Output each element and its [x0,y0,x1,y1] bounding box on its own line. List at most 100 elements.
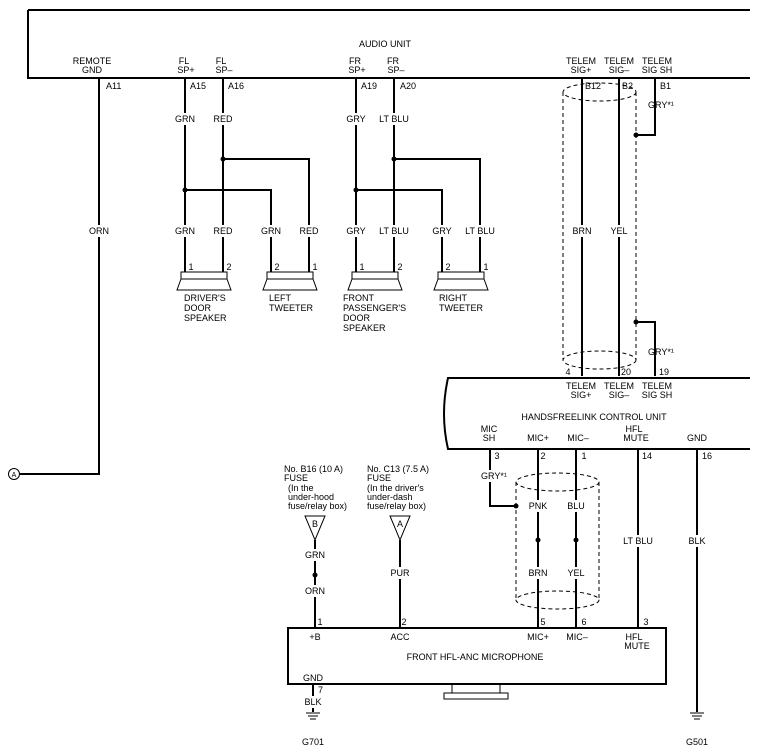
hfl-bot-l1-0: MIC [481,424,498,434]
spk4-line1: RIGHT [439,293,468,303]
speaker-right-tweeter: 2 1 RIGHT TWEETER [433,262,489,313]
hfl-pin-16: 16 [702,451,712,461]
hfl-bot-l2-0: SH [483,433,496,443]
front-hfl-anc-microphone: 1 2 5 6 3 +B ACC MIC+ MIC– HFL MUTE FRON… [287,617,667,700]
fuse-c13-line1: No. C13 (7.5 A) [367,464,429,474]
hfl-pin-20: 20 [621,367,631,377]
mic-label-micplus: MIC+ [527,632,549,642]
ground-icon-g501 [690,712,704,720]
wire-label-ltblu-mute: LT BLU [623,536,653,546]
fuse-c13-line5: fuse/relay box) [367,501,426,511]
fr-sp-minus-label1: FR [387,56,399,66]
wire-label-red-tweeter: RED [299,226,319,236]
wire-label-gry-rtweeter: GRY [432,226,451,236]
mic-pin-6: 6 [581,617,586,627]
hfl-bot-l1-2: MIC– [567,433,589,443]
hfl-pin-19: 19 [659,367,669,377]
mic-label-micminus: MIC– [566,632,588,642]
spk4-pin2: 1 [483,262,488,272]
speaker-front-passenger-door: 1 2 FRONT PASSENGER'S DOOR SPEAKER [343,262,406,333]
fuse-c13-line4: under-dash [367,492,413,502]
mic-gnd-label: GND [303,673,324,683]
fl-sp-plus-label2: SP+ [177,65,194,75]
spk3-line3: DOOR [343,313,371,323]
ground-label-g501: G501 [686,737,708,747]
pin-a15: A15 [190,81,206,91]
wire-label-brn-telem: BRN [572,226,591,236]
wire-label-yel-mic: YEL [567,568,584,578]
mic-gnd-pin-7: 7 [318,685,323,695]
audio-unit: AUDIO UNIT REMOTE GND A11 FL SP+ A15 FL … [27,9,750,91]
hfl-top-l1-1: TELEM [604,381,634,391]
spk3-pin1: 1 [359,262,364,272]
telem-sig-minus-label2: SIG– [609,65,630,75]
fl-sp-plus-label1: FL [179,56,190,66]
remote-gnd-label2: GND [82,65,103,75]
mic-label-plusb: +B [309,632,320,642]
wire-label-red-a16: RED [213,114,233,124]
wire-label-pur: PUR [390,568,410,578]
hfl-pin-2: 2 [540,451,545,461]
mic-pin-2: 2 [401,617,406,627]
handsfreelink-unit: 4 20 19 TELEM SIG+ TELEM SIG– TELEM SIG … [443,367,750,461]
ground-label-g701: G701 [302,737,324,747]
wire-label-grn-fuse: GRN [305,550,325,560]
front-right-speaker-wiring: GRY LT BLU GRY LT BLU GRY LT BLU [343,78,498,272]
spk1-line2: DOOR [184,303,212,313]
telem-sig-sh-label2: SIG SH [642,65,673,75]
hfl-pin-3: 3 [494,451,499,461]
fuse-c13-triangle-icon [389,515,411,542]
spk3-pin2: 2 [397,262,402,272]
wire-label-ltblu-rtweeter: LT BLU [465,226,495,236]
mic-shielded-cable: GRY*¹ PNK BLU BRN YEL [478,449,600,628]
wire-label-gry-pass: GRY [346,226,365,236]
hfl-bot-l2-3: MUTE [623,433,649,443]
wire-label-yel-telem: YEL [610,226,627,236]
pin-a16: A16 [228,81,244,91]
fuse-b16: No. B16 (10 A) FUSE (In the under-hood f… [284,464,347,628]
spk4-pin1: 2 [445,262,450,272]
fl-sp-minus-label1: FL [216,56,227,66]
wire-label-ltblu-a20: LT BLU [379,114,409,124]
hfl-bot-l1-4: GND [687,433,708,443]
wire-label-grn-tweeter: GRN [261,226,281,236]
fr-sp-minus-label2: SP– [387,65,404,75]
gnd-wire-g501: BLK G501 [684,449,710,747]
front-left-speaker-wiring: GRN RED GRN RED GRN RED [172,78,322,272]
connector-a-letter: A [12,472,17,479]
spk1-pin2: 2 [226,262,231,272]
hfl-pin-14: 14 [642,451,652,461]
mic-label-acc: ACC [390,632,410,642]
wire-label-grn-driver: GRN [175,226,195,236]
fuse-c13-line3: (In the driver's [367,483,424,493]
wire-label-blu: BLU [567,501,585,511]
spk1-line3: SPEAKER [184,313,227,323]
fuse-b16-line1: No. B16 (10 A) [284,464,343,474]
telem-shielded-cable: GRY*¹ GRY*¹ BRN YEL [562,78,674,376]
fuse-b16-triangle-icon [304,515,326,542]
speaker-left-tweeter: 2 1 LEFT TWEETER [262,262,318,313]
wire-label-grn-a15: GRN [175,114,195,124]
telem-sig-plus-label1: TELEM [566,56,596,66]
hfl-top-l1-0: TELEM [566,381,596,391]
wire-label-gry-micsh: GRY*¹ [481,471,507,481]
spk2-pin1: 2 [274,262,279,272]
fuse-c13-letter: A [397,519,403,529]
spk1-pin1: 1 [188,262,193,272]
spk3-line1: FRONT [343,293,374,303]
telem-sig-minus-label1: TELEM [604,56,634,66]
ground-icon-g701 [306,712,320,720]
remote-gnd-wire: ORN A [8,78,112,480]
mic-label-mute: MUTE [624,641,650,651]
pin-b2: B2 [622,81,633,91]
pin-a19: A19 [361,81,377,91]
wire-label-gry-a19: GRY [346,114,365,124]
speaker-drivers-door: 1 2 DRIVER'S DOOR SPEAKER [176,262,232,323]
hfl-unit-title: HANDSFREELINK CONTROL UNIT [521,412,667,422]
spk4-line2: TWEETER [439,303,483,313]
fuse-b16-line4: under-hood [288,492,334,502]
wire-label-blk-g501: BLK [688,536,705,546]
audio-unit-title: AUDIO UNIT [359,39,412,49]
remote-gnd-label1: REMOTE [73,56,112,66]
